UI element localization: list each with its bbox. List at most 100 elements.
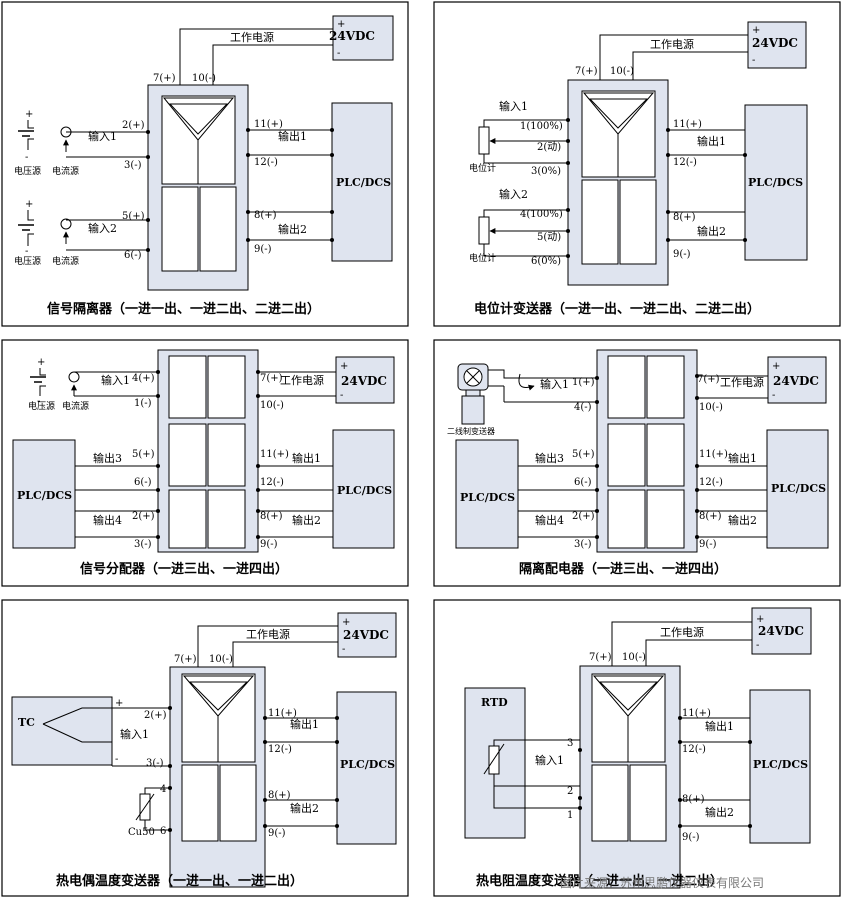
svg-text:输出2: 输出2	[292, 513, 321, 527]
svg-text:7(+): 7(+)	[697, 374, 720, 385]
current-source-icon: 电流源	[52, 218, 79, 267]
panel-thermocouple-transmitter: + 24VDC - 工作电源 7(+) 10(-) TC + - 输入1 2(+…	[1, 599, 409, 897]
plc-box	[749, 689, 811, 844]
panel-caption: 热电阻温度变送器（一进一出、一进二出）	[476, 873, 723, 889]
panel-caption: 信号分配器（一进三出、一进四出）	[80, 561, 288, 577]
svg-text:-: -	[337, 48, 340, 59]
svg-text:电压源: 电压源	[14, 255, 41, 267]
voltage-source-icon: + - 电压源	[28, 357, 55, 412]
svg-text:8(+): 8(+)	[699, 511, 722, 522]
svg-text:工作电源: 工作电源	[280, 373, 324, 387]
svg-text:11(+): 11(+)	[673, 119, 702, 130]
svg-text:3(-): 3(-)	[574, 539, 592, 550]
watermark: 图片来源：苏州思鹏仪器仪表有限公司	[560, 876, 764, 890]
svg-text:10(-): 10(-)	[260, 400, 284, 411]
current-source-icon: 电流源	[52, 126, 79, 177]
svg-text:11(+): 11(+)	[260, 449, 289, 460]
svg-text:4(+): 4(+)	[132, 373, 155, 384]
panel-rtd-transmitter: + 24VDC - 工作电源 7(+) 10(-) RTD 3 2 1 输入1 …	[433, 599, 841, 897]
svg-text:5(+): 5(+)	[132, 449, 155, 460]
supply-box	[751, 607, 812, 655]
svg-text:12(-): 12(-)	[254, 157, 278, 168]
svg-text:1(-): 1(-)	[134, 398, 152, 409]
panel-caption: 隔离配电器（一进三出、一进四出）	[519, 561, 727, 577]
svg-text:输入1: 输入1	[101, 373, 130, 387]
svg-text:输出2: 输出2	[705, 805, 734, 819]
plc-box	[744, 104, 808, 261]
svg-text:4: 4	[160, 784, 166, 795]
svg-text:+: +	[115, 698, 123, 709]
svg-text:7(+): 7(+)	[153, 73, 176, 84]
svg-text:输出3: 输出3	[93, 451, 122, 465]
panel-isolated-distributor: 二线制变送器 输入1 1(+) 4(-) + 24VDC - 7(+) 工作电源…	[433, 339, 841, 587]
svg-text:10(-): 10(-)	[209, 654, 233, 665]
svg-text:-: -	[115, 754, 118, 765]
svg-text:8(+): 8(+)	[254, 210, 277, 221]
voltage-source-icon: + - 电压源	[14, 199, 41, 267]
svg-text:1(100%): 1(100%)	[520, 121, 563, 132]
rtd-sensor-icon	[488, 745, 500, 775]
svg-text:24VDC: 24VDC	[773, 374, 819, 388]
svg-text:输入2: 输入2	[88, 221, 117, 235]
svg-text:2(+): 2(+)	[132, 511, 155, 522]
svg-text:电位计: 电位计	[469, 252, 496, 264]
svg-text:24VDC: 24VDC	[752, 36, 798, 50]
svg-text:PLC/DCS: PLC/DCS	[340, 758, 395, 771]
svg-text:PLC/DCS: PLC/DCS	[753, 758, 808, 771]
svg-text:7(+): 7(+)	[589, 652, 612, 663]
svg-text:输入2: 输入2	[499, 187, 528, 201]
panel-potentiometer-transmitter: + 24VDC - 工作电源 7(+) 10(-) 输入1 输入2 电位计 电位…	[433, 1, 841, 327]
svg-text:24VDC: 24VDC	[758, 624, 804, 638]
plc-box	[455, 439, 519, 549]
svg-text:输出2: 输出2	[728, 513, 757, 527]
svg-text:工作电源: 工作电源	[660, 625, 704, 639]
svg-text:6(0%): 6(0%)	[531, 256, 561, 267]
svg-text:工作电源: 工作电源	[246, 627, 290, 641]
svg-text:TC: TC	[18, 716, 35, 729]
svg-text:3(0%): 3(0%)	[531, 166, 561, 177]
svg-text:输出1: 输出1	[705, 719, 734, 733]
svg-text:-: -	[342, 644, 345, 655]
svg-text:输出4: 输出4	[93, 513, 122, 527]
plc-box	[12, 439, 76, 549]
svg-text:+: +	[342, 617, 350, 628]
svg-text:-: -	[37, 396, 40, 407]
svg-text:12(-): 12(-)	[260, 477, 284, 488]
svg-text:工作电源: 工作电源	[650, 37, 694, 51]
svg-text:2(+): 2(+)	[572, 511, 595, 522]
svg-text:PLC/DCS: PLC/DCS	[748, 176, 803, 189]
svg-text:RTD: RTD	[481, 696, 508, 709]
svg-text:5(+): 5(+)	[122, 211, 145, 222]
svg-text:+: +	[752, 25, 760, 36]
svg-text:输出1: 输出1	[728, 451, 757, 465]
svg-text:12(-): 12(-)	[699, 477, 723, 488]
svg-text:+: +	[340, 361, 348, 372]
svg-text:11(+): 11(+)	[268, 708, 297, 719]
svg-text:PLC/DCS: PLC/DCS	[337, 484, 392, 497]
svg-text:输出2: 输出2	[290, 801, 319, 815]
thermocouple-box	[11, 696, 113, 766]
supply-box	[337, 612, 397, 658]
svg-text:-: -	[25, 152, 28, 163]
svg-text:9(-): 9(-)	[260, 539, 278, 550]
svg-text:8(+): 8(+)	[673, 212, 696, 223]
svg-text:4(-): 4(-)	[574, 402, 592, 413]
svg-text:12(-): 12(-)	[673, 157, 697, 168]
svg-text:3: 3	[567, 738, 573, 749]
svg-text:+: +	[37, 357, 45, 368]
potentiometer-icon	[478, 126, 490, 155]
svg-text:6(-): 6(-)	[574, 477, 592, 488]
svg-text:11(+): 11(+)	[682, 708, 711, 719]
svg-text:8(+): 8(+)	[682, 794, 705, 805]
svg-text:8(+): 8(+)	[268, 790, 291, 801]
plc-box	[336, 691, 397, 845]
svg-text:2(动): 2(动)	[537, 141, 561, 153]
plc-box	[331, 102, 393, 262]
svg-text:7(+): 7(+)	[174, 654, 197, 665]
svg-text:PLC/DCS: PLC/DCS	[336, 176, 391, 189]
svg-text:1(+): 1(+)	[572, 377, 595, 388]
svg-text:2: 2	[567, 786, 573, 797]
svg-text:电压源: 电压源	[14, 165, 41, 177]
panel-caption: 电位计变送器（一进一出、一进二出、二进二出）	[474, 301, 760, 317]
